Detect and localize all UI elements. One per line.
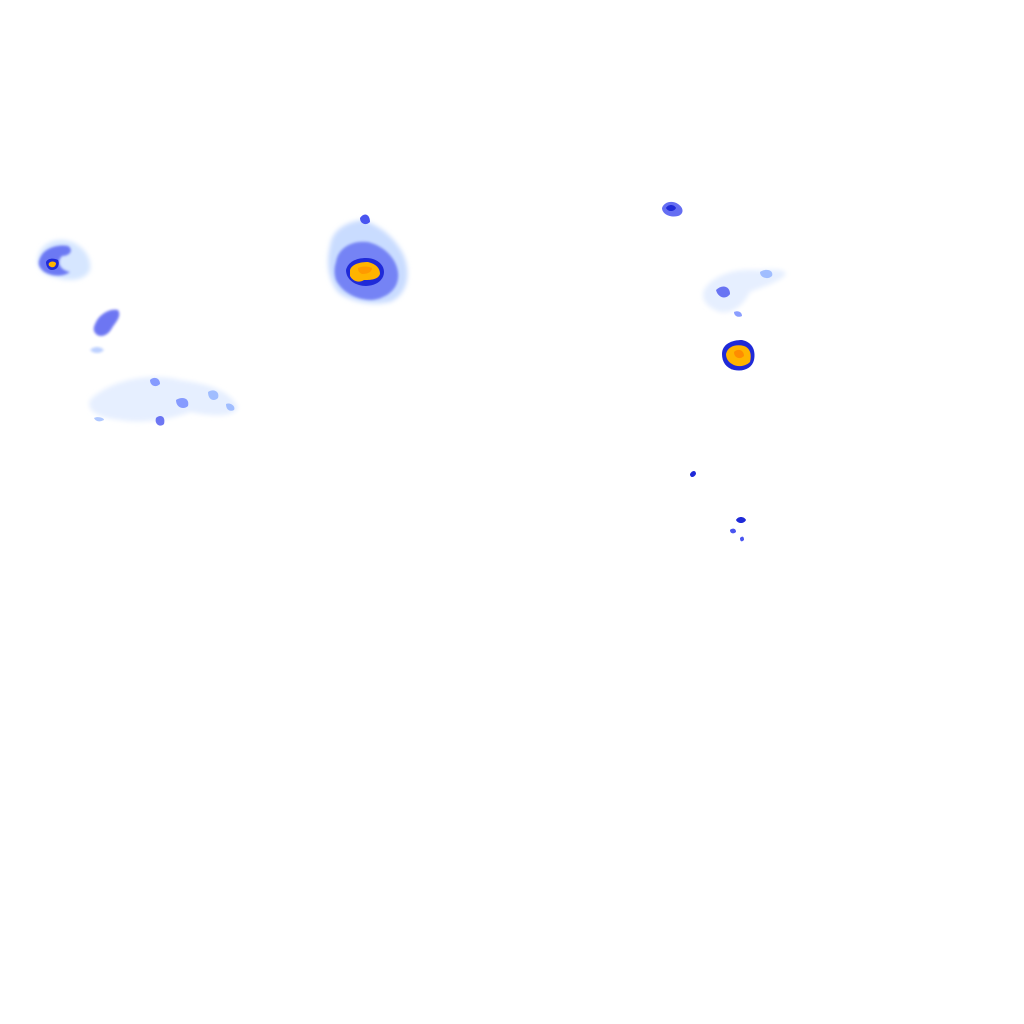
precip-scatter-southwest	[89, 376, 238, 426]
precip-echo-south-3	[730, 528, 744, 542]
precip-echo-south-2	[736, 517, 746, 523]
precip-cell-west-south	[90, 309, 120, 353]
precip-cell-central	[328, 214, 408, 304]
precip-echo-south-1	[690, 471, 696, 477]
precip-scatter-east	[702, 269, 786, 317]
precip-cell-east	[722, 340, 755, 371]
precip-cell-west	[37, 239, 91, 280]
precip-cell-northeast-small	[662, 201, 683, 217]
